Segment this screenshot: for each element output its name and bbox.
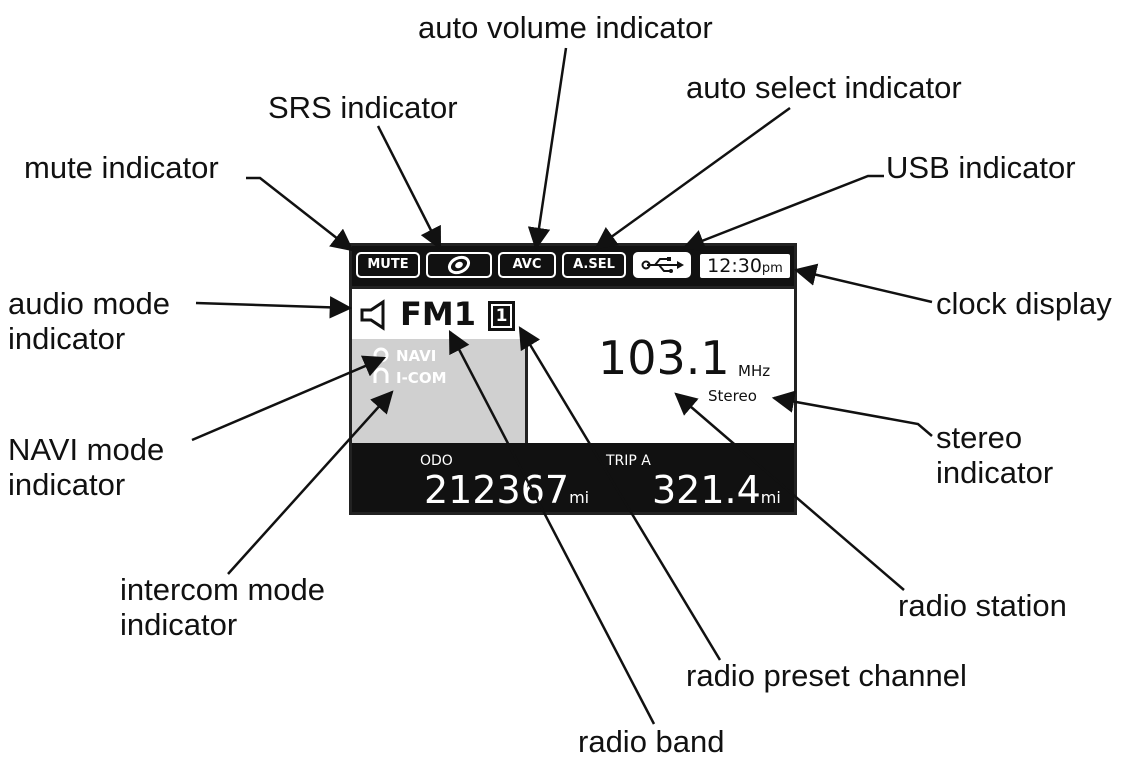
usb-icon (641, 257, 684, 273)
callout-auto-volume: auto volume indicator (418, 10, 713, 45)
srs-icon (447, 255, 471, 275)
callout-audio-mode-line1: audio mode (8, 286, 171, 321)
status-bar: MUTE AVC A.SEL 12:3 (352, 246, 794, 289)
radio-band: FM1 (400, 295, 476, 333)
callout-mute: mute indicator (24, 150, 219, 185)
frequency-unit: MHz (738, 362, 771, 380)
odo-label: ODO (420, 453, 453, 469)
trip-label: TRIP A (606, 453, 651, 469)
odo-value-group: 212367mi (424, 470, 589, 518)
speaker-icon (360, 299, 385, 331)
callout-clock: clock display (936, 286, 1112, 321)
callout-stereo-line2: indicator (936, 455, 1054, 490)
callout-usb: USB indicator (886, 150, 1076, 185)
preset-channel: 1 (488, 301, 515, 331)
auto-select-indicator: A.SEL (562, 252, 626, 278)
callout-stereo: stereo indicator (936, 420, 1053, 490)
audio-display-panel: MUTE AVC A.SEL 12:3 (349, 243, 797, 515)
mute-indicator: MUTE (356, 252, 420, 278)
callout-navi-mode-line2: indicator (8, 467, 126, 502)
preset-number: 1 (493, 306, 510, 326)
trip-unit: mi (760, 488, 781, 507)
callout-srs: SRS indicator (268, 90, 458, 125)
callout-intercom-mode-line1: intercom mode (120, 572, 326, 607)
clock-display: 12:30pm (698, 252, 792, 280)
callout-auto-select: auto select indicator (686, 70, 962, 105)
callout-navi-mode: NAVI mode indicator (8, 432, 164, 502)
clock-ampm: pm (761, 261, 783, 276)
callout-radio-station: radio station (898, 588, 1067, 623)
usb-indicator (633, 252, 691, 278)
srs-indicator (426, 252, 492, 278)
trip-value: 321.4 (652, 468, 761, 512)
stereo-indicator: Stereo (708, 387, 757, 405)
avc-indicator: AVC (498, 252, 556, 278)
callout-audio-mode-line2: indicator (8, 321, 126, 356)
callout-intercom-mode: intercom mode indicator (120, 572, 325, 642)
callout-intercom-mode-line2: indicator (120, 607, 238, 642)
radio-station-frequency: 103.1 (598, 331, 730, 385)
callout-radio-preset: radio preset channel (686, 658, 967, 693)
intercom-mode-indicator: I-COM (396, 369, 447, 387)
clock-time: 12:30 (707, 255, 762, 277)
callout-radio-band: radio band (578, 724, 725, 759)
trip-value-group: 321.4mi (652, 470, 781, 518)
callout-navi-mode-line1: NAVI mode (8, 432, 165, 467)
navi-mode-indicator: NAVI (396, 347, 437, 365)
callout-stereo-line1: stereo (936, 420, 1023, 455)
odo-value: 212367 (424, 468, 570, 512)
odometer-bar: ODO 212367mi TRIP A 321.4mi (352, 443, 794, 512)
callout-audio-mode: audio mode indicator (8, 286, 170, 356)
odo-unit: mi (569, 488, 590, 507)
